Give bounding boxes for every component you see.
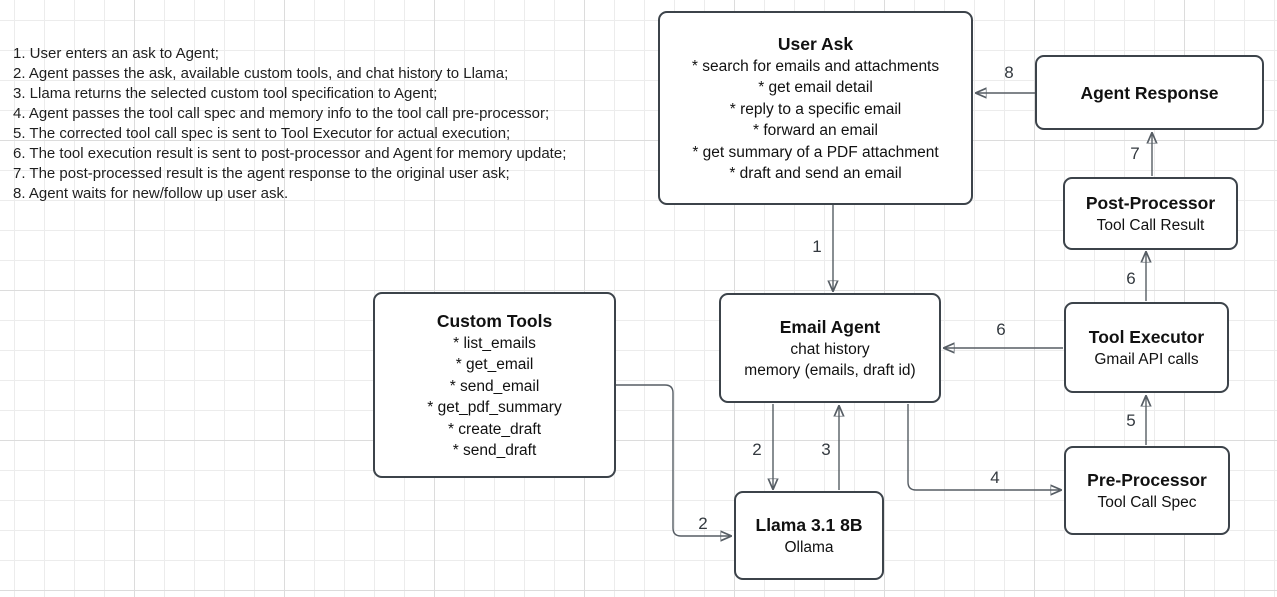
node-title: Pre-Processor xyxy=(1087,469,1207,490)
node-subtitle: Tool Call Spec xyxy=(1097,493,1197,511)
node-post-processor[interactable]: Post-Processor Tool Call Result xyxy=(1063,177,1238,250)
node-email-agent[interactable]: Email Agent chat history memory (emails,… xyxy=(719,293,941,403)
node-line: chat history xyxy=(790,340,870,358)
node-subtitle: Tool Call Result xyxy=(1096,216,1205,234)
node-agent-response[interactable]: Agent Response xyxy=(1035,55,1264,130)
node-line: memory (emails, draft id) xyxy=(744,362,916,379)
node-item: * reply to a specific email xyxy=(729,100,902,118)
node-pre-processor[interactable]: Pre-Processor Tool Call Spec xyxy=(1064,446,1230,535)
node-item: * get_pdf_summary xyxy=(427,399,562,416)
node-title: User Ask xyxy=(777,33,854,54)
edge-label-step-8: 8 xyxy=(1004,63,1014,82)
node-llama[interactable]: Llama 3.1 8B Ollama xyxy=(734,491,884,580)
edge-label-step-4: 4 xyxy=(990,468,1000,487)
node-subtitle: Ollama xyxy=(784,538,834,556)
edge-label-step-3: 3 xyxy=(821,440,831,459)
node-item: * send_draft xyxy=(452,442,537,459)
node-item: * draft and send an email xyxy=(729,165,902,182)
edge-label-step-6-agent: 6 xyxy=(996,320,1006,339)
edge-label-step-5: 5 xyxy=(1126,411,1136,430)
node-subtitle: Gmail API calls xyxy=(1094,350,1199,368)
edge-step4-email-agent-to-pre-processor[interactable] xyxy=(907,404,1061,490)
node-item: * get summary of a PDF attachment xyxy=(692,143,939,161)
node-item: * forward an email xyxy=(753,122,878,139)
workflow-step: 8. Agent waits for new/follow up user as… xyxy=(13,185,289,202)
node-item: * send_email xyxy=(449,377,540,395)
workflow-step: 5. The corrected tool call spec is sent … xyxy=(13,125,511,142)
edge-label-step-2-tools: 2 xyxy=(698,514,708,533)
edge-label-step-2-agent: 2 xyxy=(752,440,762,459)
node-title: Llama 3.1 8B xyxy=(755,514,863,535)
workflow-step: 2. Agent passes the ask, available custo… xyxy=(13,65,509,82)
node-title: Post-Processor xyxy=(1085,192,1216,213)
edge-label-step-6-post: 6 xyxy=(1126,269,1136,288)
node-title: Tool Executor xyxy=(1088,326,1205,347)
node-title: Agent Response xyxy=(1080,82,1219,103)
edge-label-step-7: 7 xyxy=(1130,144,1140,163)
node-item: * get_email xyxy=(455,356,534,373)
node-item: * get email detail xyxy=(758,79,873,96)
edge-step2-custom-tools-to-llama[interactable] xyxy=(616,384,731,536)
edge-label-step-1: 1 xyxy=(812,237,822,256)
node-title: Email Agent xyxy=(779,316,881,337)
node-item: * list_emails xyxy=(453,334,536,352)
node-user-ask[interactable]: User Ask * search for emails and attachm… xyxy=(658,11,973,205)
node-custom-tools[interactable]: Custom Tools * list_emails * get_email *… xyxy=(373,292,616,478)
node-tool-executor[interactable]: Tool Executor Gmail API calls xyxy=(1064,302,1229,393)
workflow-step: 6. The tool execution result is sent to … xyxy=(13,145,567,162)
workflow-step: 1. User enters an ask to Agent; xyxy=(13,45,219,62)
node-item: * create_draft xyxy=(447,420,542,438)
workflow-steps: 1. User enters an ask to Agent; 2. Agent… xyxy=(13,44,566,204)
node-title: Custom Tools xyxy=(436,310,553,331)
workflow-step: 3. Llama returns the selected custom too… xyxy=(13,85,438,102)
workflow-step: 7. The post-processed result is the agen… xyxy=(13,165,510,182)
node-item: * search for emails and attachments xyxy=(691,57,940,75)
workflow-step: 4. Agent passes the tool call spec and m… xyxy=(13,105,550,122)
